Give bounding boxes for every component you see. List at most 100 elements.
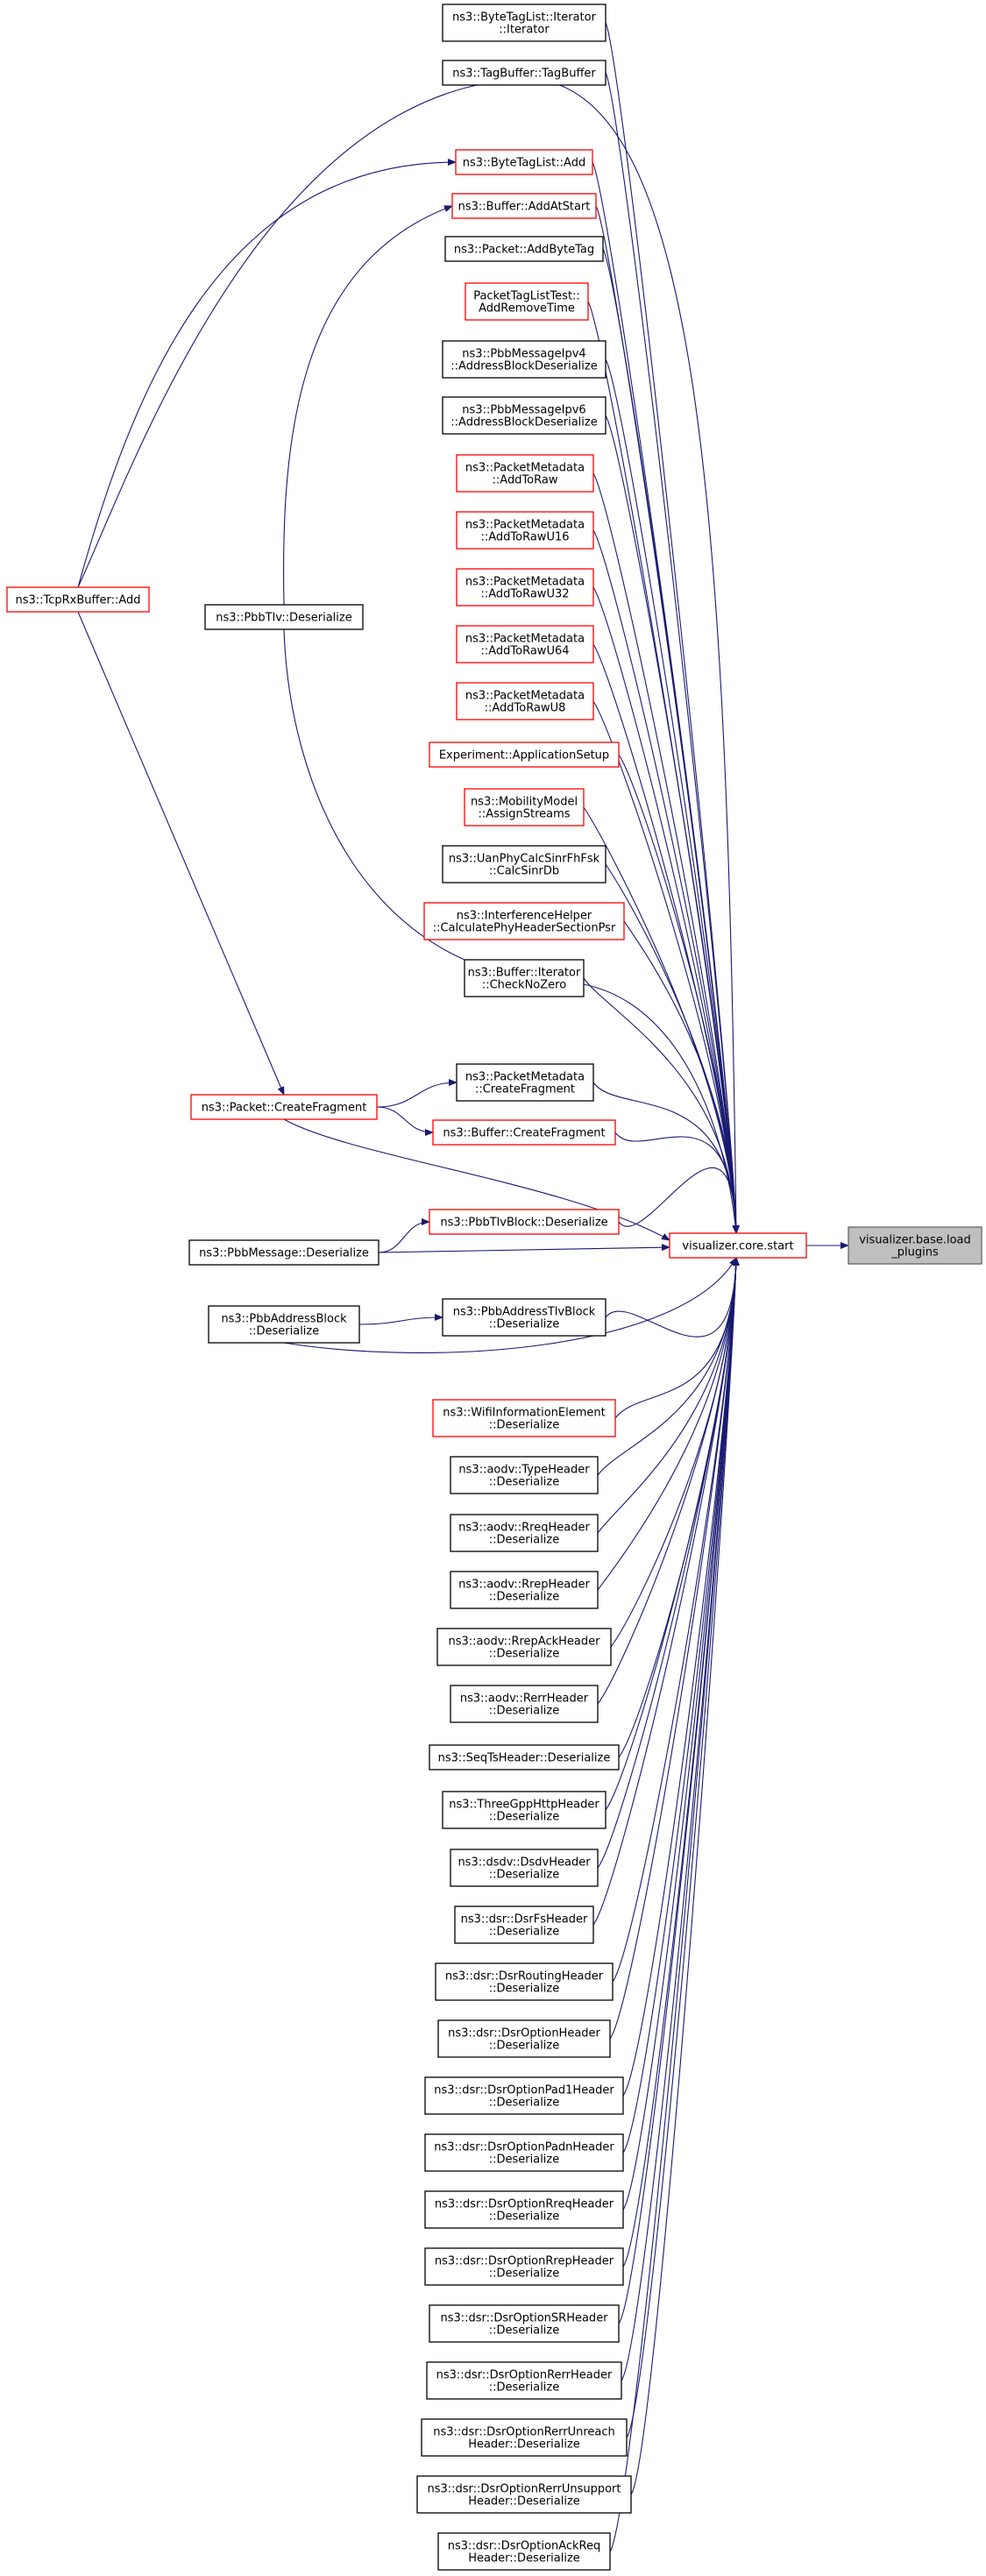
node-label: PacketTagListTest::: [473, 290, 580, 303]
node-threegpp[interactable]: ns3::ThreeGppHttpHeader::Deserialize: [442, 1791, 606, 1829]
node-label: ns3::dsr::DsrOptionRerrHeader: [436, 2369, 613, 2382]
node-aodv_rrep[interactable]: ns3::aodv::RrepHeader::Deserialize: [450, 1571, 599, 1609]
node-box: [454, 1905, 594, 1944]
node-label: ns3::dsr::DsrRoutingHeader: [445, 1970, 604, 1983]
node-label: ::Iterator: [499, 24, 550, 37]
node-box: [421, 2418, 628, 2457]
node-aodv_type[interactable]: ns3::aodv::TypeHeader::Deserialize: [450, 1456, 599, 1494]
node-label: ::Deserialize: [489, 2040, 560, 2053]
node-box: [450, 1849, 599, 1887]
node-dsrsr[interactable]: ns3::dsr::DsrOptionSRHeader::Deserialize: [429, 2304, 620, 2343]
node-box: [424, 2247, 624, 2286]
node-bytetaglist_add[interactable]: ns3::ByteTagList::Add: [455, 149, 593, 175]
node-uanphy[interactable]: ns3::UanPhyCalcSinrFhFsk::CalcSinrDb: [442, 845, 606, 884]
node-dsrrreq[interactable]: ns3::dsr::DsrOptionRreqHeader::Deseriali…: [424, 2190, 624, 2229]
node-dsrrrep[interactable]: ns3::dsr::DsrOptionRrepHeader::Deseriali…: [424, 2247, 624, 2286]
node-label: ns3::UanPhyCalcSinrFhFsk: [449, 853, 600, 866]
node-dsrpadn[interactable]: ns3::dsr::DsrOptionPadnHeader::Deseriali…: [424, 2133, 624, 2172]
node-wifiinfo[interactable]: ns3::WifiInformationElement::Deserialize: [432, 1399, 616, 1437]
node-load_plugins[interactable]: visualizer.base.load_plugins: [848, 1226, 982, 1265]
node-aodv_rreq[interactable]: ns3::aodv::RreqHeader::Deserialize: [450, 1514, 599, 1552]
node-seqts[interactable]: ns3::SeqTsHeader::Deserialize: [429, 1744, 620, 1771]
node-box: [204, 604, 364, 630]
node-label: ns3::aodv::RreqHeader: [458, 1522, 590, 1535]
edge-mobility-to-core_start: [583, 806, 740, 1234]
edge-pbbaddressblock-to-pbbaddresstlvblock: [358, 1314, 443, 1325]
node-pbbaddressblock[interactable]: ns3::PbbAddressBlock::Deserialize: [208, 1305, 360, 1344]
node-pm_addtoraw64[interactable]: ns3::PacketMetadata::AddToRawU64: [456, 625, 594, 664]
node-packet_addbytetag[interactable]: ns3::Packet::AddByteTag: [444, 236, 604, 262]
node-box: [429, 742, 620, 768]
node-pbbtlv[interactable]: ns3::PbbTlv::Deserialize: [204, 604, 364, 630]
edge-interference-to-core_start: [623, 920, 740, 1234]
node-box: [464, 788, 585, 827]
node-label: ns3::dsr::DsrOptionPad1Header: [434, 2084, 614, 2097]
node-label: ns3::PbbMessage::Deserialize: [199, 1247, 369, 1260]
node-pm_addtoraw[interactable]: ns3::PacketMetadata::AddToRaw: [456, 454, 594, 493]
node-aodv_rrepack[interactable]: ns3::aodv::RrepAckHeader::Deserialize: [436, 1628, 612, 1666]
node-pm_addtoraw16[interactable]: ns3::PacketMetadata::AddToRawU16: [456, 511, 594, 550]
node-dsrfs[interactable]: ns3::dsr::DsrFsHeader::Deserialize: [454, 1905, 594, 1944]
node-tcprxbuffer[interactable]: ns3::TcpRxBuffer::Add: [6, 586, 150, 613]
node-dsroption[interactable]: ns3::dsr::DsrOptionHeader::Deserialize: [437, 2019, 611, 2058]
node-dsrrerr[interactable]: ns3::dsr::DsrOptionRerrHeader::Deseriali…: [426, 2361, 622, 2400]
node-pbbaddresstlvblock[interactable]: ns3::PbbAddressTlvBlock::Deserialize: [442, 1298, 606, 1337]
node-dsrrerrunreach[interactable]: ns3::dsr::DsrOptionRerrUnreachHeader::De…: [421, 2418, 628, 2457]
node-pm_createfragment[interactable]: ns3::PacketMetadata::CreateFragment: [456, 1063, 594, 1102]
node-box: [669, 1232, 807, 1259]
edge-bytetaglist_iter-to-core_start: [605, 22, 740, 1234]
node-box: [437, 2019, 611, 2058]
node-interference[interactable]: ns3::InterferenceHelper::CalculatePhyHea…: [423, 902, 625, 940]
node-experiment[interactable]: Experiment::ApplicationSetup: [429, 742, 620, 768]
node-label: ::CreateFragment: [475, 1083, 575, 1096]
node-pbbtlvblock[interactable]: ns3::PbbTlvBlock::Deserialize: [429, 1209, 620, 1235]
node-box: [432, 1119, 616, 1146]
node-label: ::Deserialize: [489, 2154, 560, 2167]
node-label: ns3::TcpRxBuffer::Add: [15, 594, 140, 607]
node-pm_addtoraw32[interactable]: ns3::PacketMetadata::AddToRawU32: [456, 568, 594, 607]
edge-dsrackreq-to-core_start: [609, 1257, 740, 2552]
node-mobility[interactable]: ns3::MobilityModel::AssignStreams: [464, 788, 585, 827]
node-label: ns3::dsr::DsrOptionRreqHeader: [435, 2198, 614, 2211]
node-dsrrouting[interactable]: ns3::dsr::DsrRoutingHeader::Deserialize: [435, 1962, 614, 2001]
node-dsrrerrunsupport[interactable]: ns3::dsr::DsrOptionRerrUnsupportHeader::…: [416, 2475, 632, 2514]
node-box: [442, 60, 606, 86]
node-box: [456, 568, 594, 607]
node-dsrpad1[interactable]: ns3::dsr::DsrOptionPad1Header::Deseriali…: [424, 2076, 624, 2115]
node-label: ns3::PbbAddressTlvBlock: [453, 1306, 596, 1319]
node-label: ns3::aodv::RrepAckHeader: [449, 1636, 601, 1649]
node-buffer_createfragment[interactable]: ns3::Buffer::CreateFragment: [432, 1119, 616, 1146]
node-label: ns3::PacketMetadata: [465, 576, 585, 589]
node-box: [442, 1791, 606, 1829]
node-pm_addtoraw8[interactable]: ns3::PacketMetadata::AddToRawU8: [456, 682, 594, 720]
edge-aodv_rrep-to-core_start: [597, 1257, 740, 1591]
node-label: ::Deserialize: [249, 1325, 320, 1338]
node-label: ns3::PbbMessageIpv4: [462, 348, 585, 361]
node-label: ::Deserialize: [489, 1983, 560, 1996]
node-dsrackreq[interactable]: ns3::dsr::DsrOptionAckReqHeader::Deseria…: [437, 2532, 611, 2571]
node-core_start[interactable]: visualizer.core.start: [669, 1232, 807, 1259]
node-bytetaglist_iter[interactable]: ns3::ByteTagList::Iterator::Iterator: [442, 4, 606, 42]
node-label: Experiment::ApplicationSetup: [439, 749, 609, 763]
node-label: ns3::ThreeGppHttpHeader: [449, 1799, 599, 1812]
node-pbbipv6[interactable]: ns3::PbbMessageIpv6::AddressBlockDeseria…: [442, 396, 606, 435]
node-label: ::Deserialize: [489, 1534, 560, 1547]
node-box: [464, 959, 585, 997]
edge-dsrrerrunreach-to-core_start: [626, 1257, 740, 2438]
node-box: [442, 4, 606, 42]
node-tagbuffer[interactable]: ns3::TagBuffer::TagBuffer: [442, 60, 606, 86]
node-aodv_rerr[interactable]: ns3::aodv::RerrHeader::Deserialize: [450, 1685, 599, 1723]
node-label: ::AssignStreams: [478, 808, 570, 821]
node-pbbmessage[interactable]: ns3::PbbMessage::Deserialize: [188, 1239, 380, 1266]
node-label: ::AddressBlockDeserialize: [450, 416, 597, 429]
node-pbbipv4[interactable]: ns3::PbbMessageIpv4::AddressBlockDeseria…: [442, 340, 606, 379]
node-buffer_iter_checknozero[interactable]: ns3::Buffer::Iterator::CheckNoZero: [464, 959, 585, 997]
node-box: [424, 2133, 624, 2172]
node-dsdv[interactable]: ns3::dsdv::DsdvHeader::Deserialize: [450, 1849, 599, 1887]
node-packettaglisttest[interactable]: PacketTagListTest::AddRemoveTime: [465, 282, 589, 321]
node-buffer_addatstart[interactable]: ns3::Buffer::AddAtStart: [451, 193, 597, 219]
node-box: [435, 1962, 614, 2001]
edge-pbbaddresstlvblock-to-core_start: [605, 1257, 740, 1338]
node-packet_createfragment[interactable]: ns3::Packet::CreateFragment: [190, 1094, 378, 1120]
node-label: ns3::Packet::CreateFragment: [202, 1102, 367, 1115]
